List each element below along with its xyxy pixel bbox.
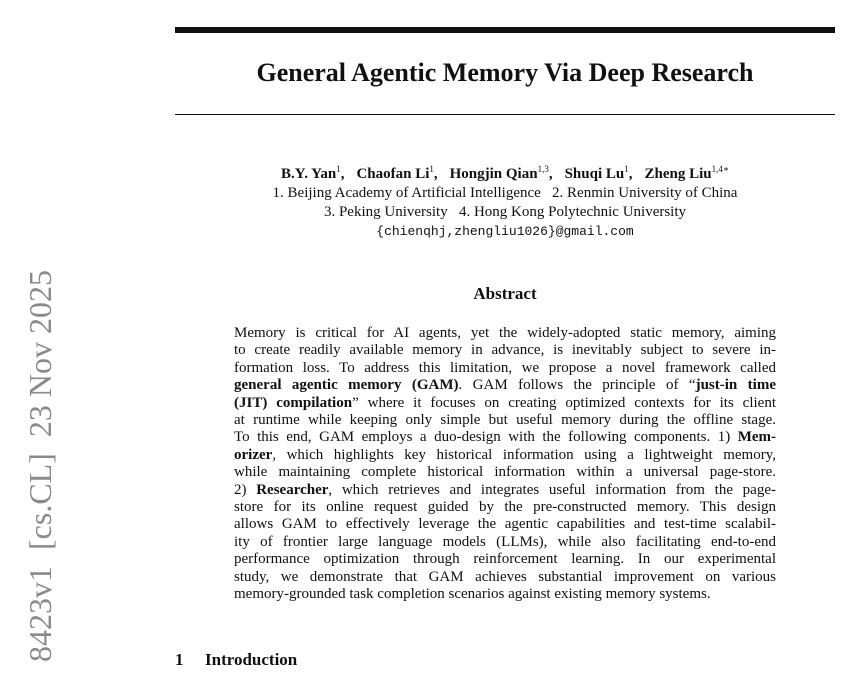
abstract-line: while maintaining complete historical in… (234, 464, 776, 481)
author-affiliation-mark: 1 (429, 164, 434, 174)
abstract-line: To this end, GAM employs a duo-design wi… (234, 429, 776, 446)
paper-title: General Agentic Memory Via Deep Research (256, 58, 754, 87)
abstract-line: store for its online request guided by t… (234, 499, 776, 516)
contact-email[interactable]: {chienqhj,zhengliu1026}@gmail.com (376, 224, 634, 239)
section-number: 1 (175, 650, 184, 669)
abstract-line: at runtime while keeping only simple but… (234, 412, 776, 429)
author-affiliation-mark: 1 (336, 164, 341, 174)
abstract-body: Memory is critical for AI agents, yet th… (234, 325, 776, 604)
abstract-line: (JIT) compilation” where it focuses on c… (234, 394, 776, 411)
abstract-heading: Abstract (473, 284, 537, 303)
author-name: Hongjin Qian1,3 (449, 164, 549, 182)
author-affiliation-mark: 1 (624, 164, 629, 174)
title-bottom-rule (175, 114, 835, 115)
abstract-line: general agentic memory (GAM). GAM follow… (234, 377, 776, 394)
abstract-line: orizer, which highlights key historical … (234, 446, 776, 463)
author-block: B.Y. Yan1,Chaofan Li1,Hongjin Qian1,3,Sh… (175, 160, 835, 241)
abstract-line: formation loss. To address this limitati… (234, 359, 776, 376)
section-heading: 1 Introduction (175, 649, 297, 671)
abstract-line: memory-grounded task completion scenario… (234, 586, 711, 603)
author-name: B.Y. Yan1 (281, 164, 341, 182)
abstract-line: performance optimization through reinfor… (234, 551, 776, 568)
abstract-line: allows GAM to effectively leverage the a… (234, 516, 776, 533)
affiliations-line-2: 3. Peking University 4. Hong Kong Polyte… (323, 204, 687, 220)
abstract-line: to create readily available memory in ad… (234, 342, 776, 359)
section-title: Introduction (205, 650, 298, 669)
abstract-line: 2) Researcher, which retrieves and integ… (234, 481, 776, 498)
author-name: Chaofan Li1 (356, 164, 434, 182)
author-list: B.Y. Yan1,Chaofan Li1,Hongjin Qian1,3,Sh… (281, 164, 729, 182)
abstract-line: ity of frontier large language models (L… (234, 533, 776, 550)
affiliations-line-1: 1. Beijing Academy of Artificial Intelli… (272, 185, 738, 201)
author-name: Shuqi Lu1 (564, 164, 629, 182)
title-top-rule (175, 27, 835, 33)
arxiv-identifier-stamp: 8423v1 [cs.CL] 23 Nov 2025 (22, 270, 58, 662)
abstract-line: study, we demonstrate that GAM achieves … (234, 568, 776, 585)
author-name: Zheng Liu1,4∗ (644, 164, 729, 182)
author-affiliation-mark: 1,3 (537, 164, 549, 174)
abstract-line: Memory is critical for AI agents, yet th… (234, 325, 776, 341)
author-affiliation-mark: 1,4∗ (711, 164, 729, 174)
